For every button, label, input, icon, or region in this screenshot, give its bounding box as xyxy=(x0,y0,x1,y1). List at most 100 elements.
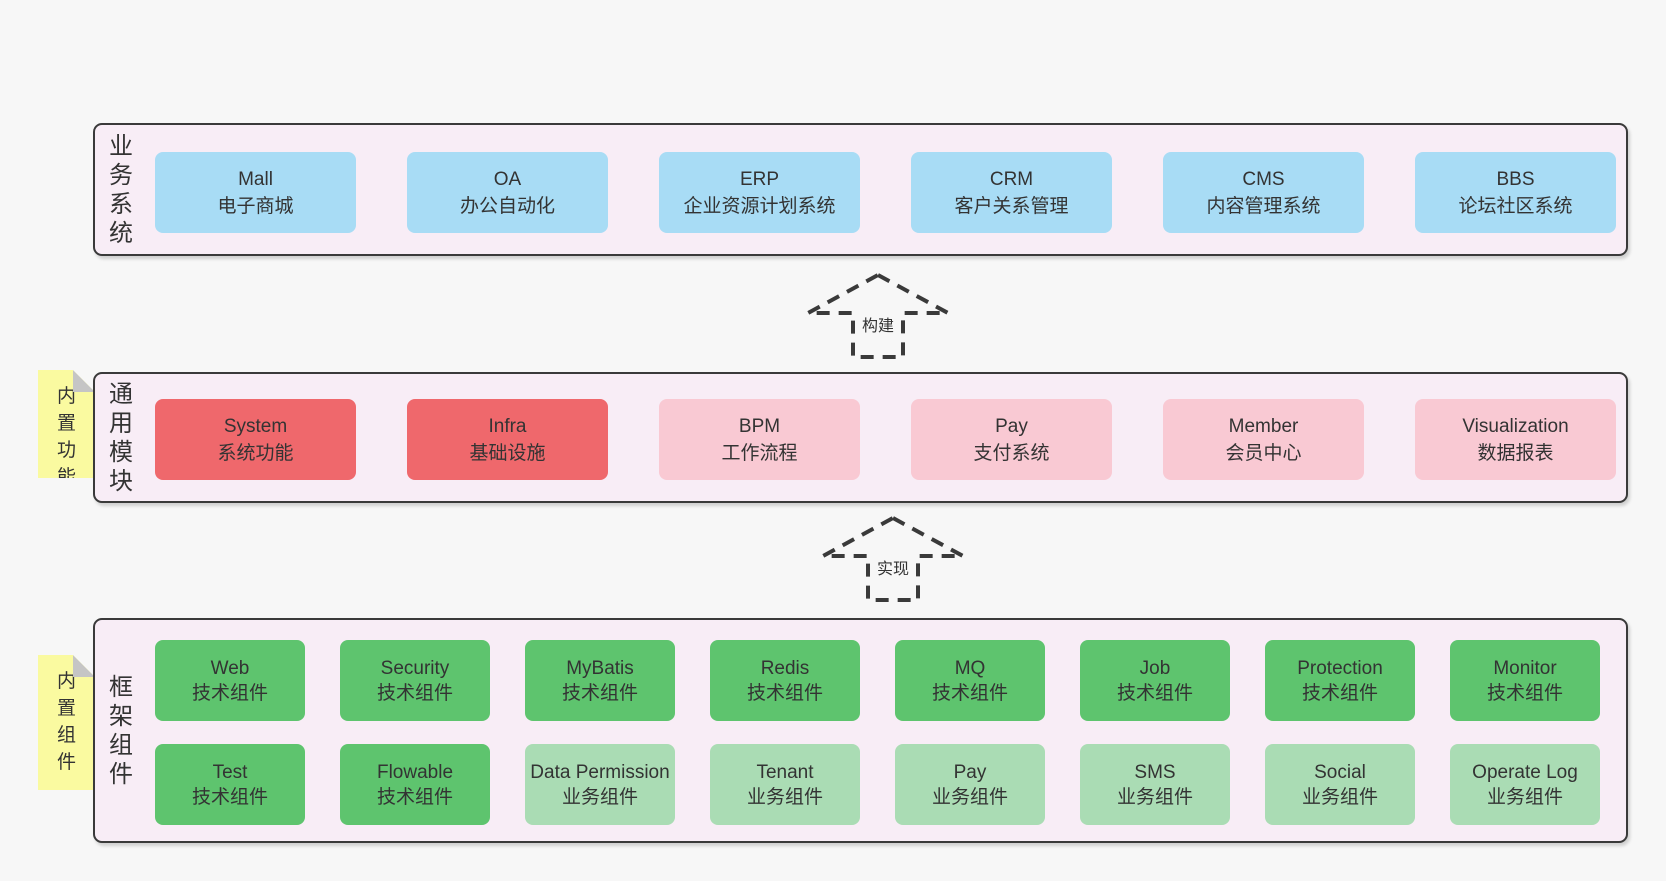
box-erp: ERP 企业资源计划系统 xyxy=(659,152,860,233)
sticky-note-label: 内置功能 xyxy=(56,386,76,488)
box-infra: Infra 基础设施 xyxy=(407,399,608,480)
box-title: MQ xyxy=(954,657,986,679)
box-subtitle: 技术组件 xyxy=(376,682,453,704)
box-title: CMS xyxy=(1242,168,1285,190)
sticky-note-built-in-features: 内置功能 xyxy=(38,370,95,478)
box-title: Social xyxy=(1314,761,1366,783)
box-subtitle: 技术组件 xyxy=(1301,682,1378,704)
box-subtitle: 技术组件 xyxy=(561,682,638,704)
folded-corner xyxy=(73,370,95,392)
arrow-implement-caption-text: 实现 xyxy=(873,554,912,580)
box-oa: OA 办公自动化 xyxy=(407,152,608,233)
box-subtitle: 技术组件 xyxy=(191,786,268,808)
box-title: Job xyxy=(1139,657,1171,679)
box-subtitle: 办公自动化 xyxy=(459,195,555,217)
box-crm: CRM 客户关系管理 xyxy=(911,152,1112,233)
sticky-note-built-in-components: 内置组件 xyxy=(38,655,95,790)
layer-common-modules: 通用模块 System 系统功能 Infra 基础设施 BPM 工作流程 Pay… xyxy=(93,372,1628,503)
box-title: Test xyxy=(212,761,248,783)
box-title: Infra xyxy=(488,415,527,437)
sticky-note-label: 内置组件 xyxy=(56,671,76,773)
box-subtitle: 技术组件 xyxy=(931,682,1008,704)
folded-corner xyxy=(73,655,95,677)
box-social: Social 业务组件 xyxy=(1265,744,1415,825)
box-title: System xyxy=(223,415,288,437)
box-protection: Protection 技术组件 xyxy=(1265,640,1415,721)
box-subtitle: 技术组件 xyxy=(1116,682,1193,704)
box-subtitle: 客户关系管理 xyxy=(954,195,1069,217)
modules-box-row: System 系统功能 Infra 基础设施 BPM 工作流程 Pay 支付系统… xyxy=(155,399,1616,480)
layer-framework-components: 框架组件 Web 技术组件 Security 技术组件 MyBatis 技术组件… xyxy=(93,618,1628,843)
box-title: OA xyxy=(493,168,522,190)
box-cms: CMS 内容管理系统 xyxy=(1163,152,1364,233)
box-title: Monitor xyxy=(1493,657,1557,679)
box-subtitle: 技术组件 xyxy=(191,682,268,704)
box-subtitle: 技术组件 xyxy=(746,682,823,704)
box-member: Member 会员中心 xyxy=(1163,399,1364,480)
box-title: Flowable xyxy=(376,761,454,783)
box-subtitle: 工作流程 xyxy=(721,442,798,464)
box-title: Mall xyxy=(238,168,273,190)
box-bbs: BBS 论坛社区系统 xyxy=(1415,152,1616,233)
box-subtitle: 会员中心 xyxy=(1225,442,1302,464)
arrow-build-caption: 构建 xyxy=(806,311,950,337)
box-subtitle: 数据报表 xyxy=(1477,442,1554,464)
box-title: Protection xyxy=(1297,657,1383,679)
box-security: Security 技术组件 xyxy=(340,640,490,721)
box-title: Visualization xyxy=(1462,415,1569,437)
arrow-implement-caption: 实现 xyxy=(821,554,965,580)
layer-common-modules-label: 通用模块 xyxy=(109,380,133,495)
box-title: Data Permission xyxy=(530,761,670,783)
box-subtitle: 支付系统 xyxy=(973,442,1050,464)
box-subtitle: 论坛社区系统 xyxy=(1458,195,1573,217)
box-monitor: Monitor 技术组件 xyxy=(1450,640,1600,721)
box-subtitle: 技术组件 xyxy=(376,786,453,808)
box-title: Member xyxy=(1228,415,1299,437)
box-mall: Mall 电子商城 xyxy=(155,152,356,233)
box-subtitle: 系统功能 xyxy=(217,442,294,464)
box-title: Pay xyxy=(953,761,987,783)
box-flowable: Flowable 技术组件 xyxy=(340,744,490,825)
box-subtitle: 内容管理系统 xyxy=(1206,195,1321,217)
box-sms: SMS 业务组件 xyxy=(1080,744,1230,825)
box-tenant: Tenant 业务组件 xyxy=(710,744,860,825)
box-system: System 系统功能 xyxy=(155,399,356,480)
box-subtitle: 业务组件 xyxy=(1486,786,1563,808)
box-title: BBS xyxy=(1496,168,1535,190)
business-box-row: Mall 电子商城 OA 办公自动化 ERP 企业资源计划系统 CRM 客户关系… xyxy=(155,152,1616,233)
box-title: Security xyxy=(380,657,450,679)
box-data-permission: Data Permission 业务组件 xyxy=(525,744,675,825)
box-title: ERP xyxy=(739,168,780,190)
box-subtitle: 电子商城 xyxy=(217,195,294,217)
box-subtitle: 技术组件 xyxy=(1486,682,1563,704)
box-title: BPM xyxy=(738,415,781,437)
box-pay-component: Pay 业务组件 xyxy=(895,744,1045,825)
layer-business-systems: 业务系统 Mall 电子商城 OA 办公自动化 ERP 企业资源计划系统 CRM… xyxy=(93,123,1628,256)
box-subtitle: 基础设施 xyxy=(469,442,546,464)
box-web: Web 技术组件 xyxy=(155,640,305,721)
box-title: CRM xyxy=(989,168,1034,190)
box-title: Operate Log xyxy=(1472,761,1578,783)
box-title: Pay xyxy=(995,415,1028,437)
arrow-build-caption-text: 构建 xyxy=(858,311,897,337)
box-bpm: BPM 工作流程 xyxy=(659,399,860,480)
layer-framework-components-label: 框架组件 xyxy=(109,673,133,788)
box-subtitle: 业务组件 xyxy=(561,786,638,808)
box-title: Tenant xyxy=(756,761,814,783)
box-test: Test 技术组件 xyxy=(155,744,305,825)
layer-business-systems-label: 业务系统 xyxy=(109,132,133,247)
box-mybatis: MyBatis 技术组件 xyxy=(525,640,675,721)
box-mq: MQ 技术组件 xyxy=(895,640,1045,721)
box-job: Job 技术组件 xyxy=(1080,640,1230,721)
components-row-2: Test 技术组件 Flowable 技术组件 Data Permission … xyxy=(155,744,1600,825)
box-operate-log: Operate Log 业务组件 xyxy=(1450,744,1600,825)
components-row-1: Web 技术组件 Security 技术组件 MyBatis 技术组件 Redi… xyxy=(155,640,1600,721)
box-title: SMS xyxy=(1134,761,1176,783)
box-subtitle: 业务组件 xyxy=(746,786,823,808)
box-title: MyBatis xyxy=(566,657,634,679)
box-subtitle: 业务组件 xyxy=(1301,786,1378,808)
box-redis: Redis 技术组件 xyxy=(710,640,860,721)
box-subtitle: 业务组件 xyxy=(1116,786,1193,808)
box-subtitle: 企业资源计划系统 xyxy=(683,195,836,217)
